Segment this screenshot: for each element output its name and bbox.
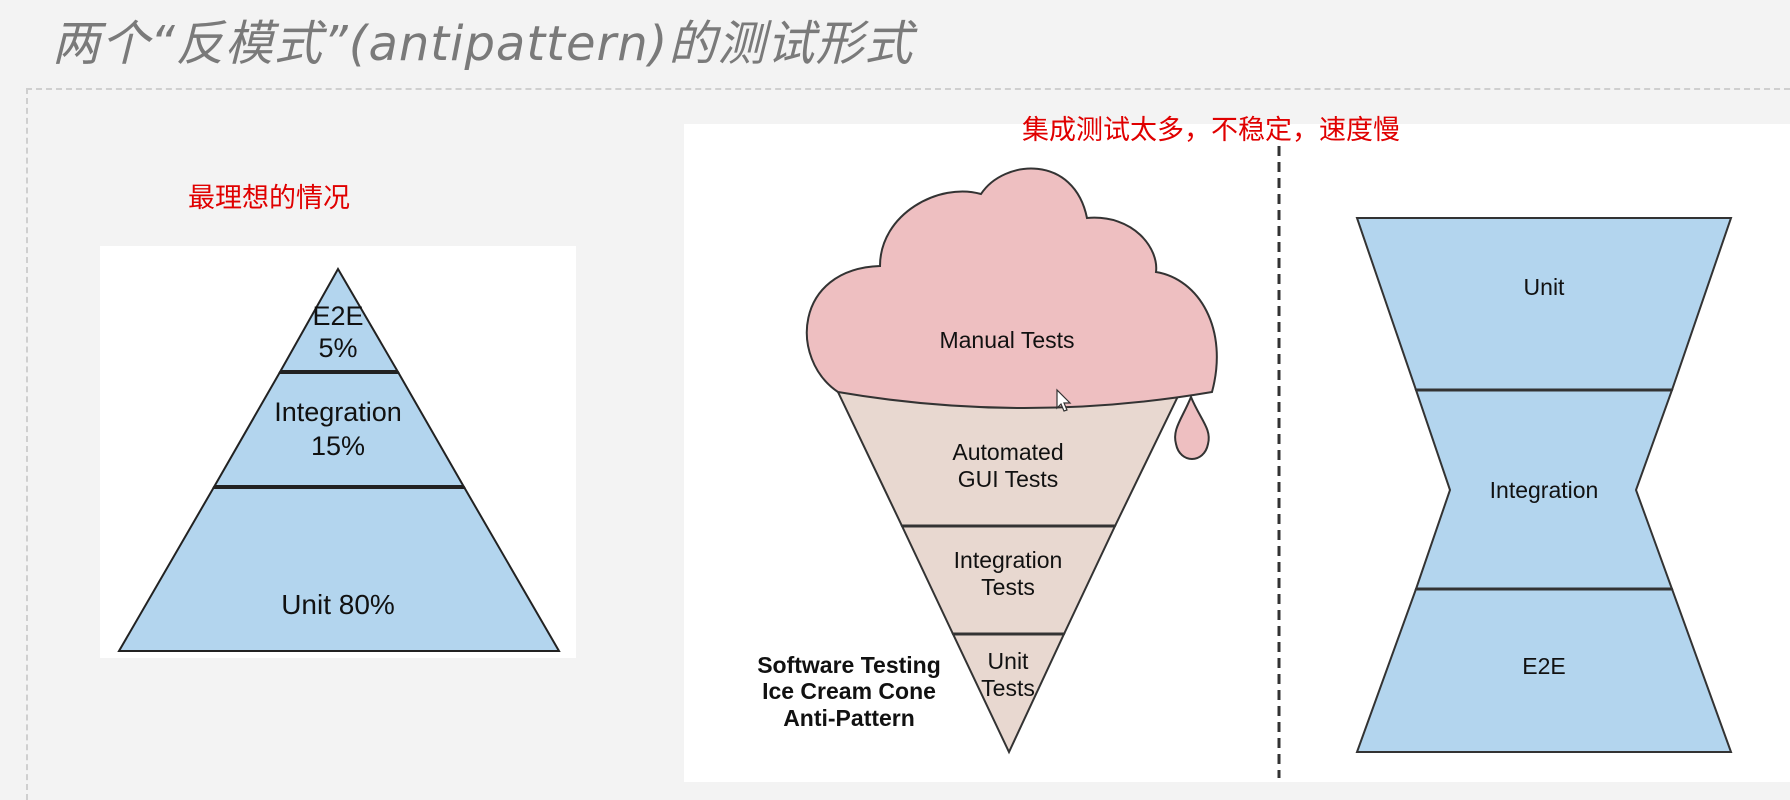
hourglass-level-unit (1355, 217, 1733, 391)
cone-caption-line3: Anti-Pattern (783, 705, 915, 731)
pyramid-e2e-percent: 5% (318, 333, 357, 363)
test-pyramid-diagram: E2E 5% Integration 15% Unit 80% (117, 266, 561, 652)
page-title: 两个“反模式”(antipattern)的测试形式 (52, 16, 914, 72)
pyramid-integration-percent: 15% (311, 431, 365, 461)
hourglass-integration-label: Integration (1490, 477, 1599, 503)
scoop-label: Manual Tests (939, 327, 1074, 353)
hourglass-unit-label: Unit (1524, 274, 1566, 300)
pyramid-level-unit (117, 486, 561, 652)
cone-caption-line2: Ice Cream Cone (762, 678, 936, 704)
pyramid-integration-label: Integration (274, 397, 402, 427)
ice-cream-cone: Manual Tests Automated GUI Tests Integra… (757, 167, 1218, 755)
cone-gui-line2: GUI Tests (958, 466, 1059, 492)
cone-integration-line2: Tests (981, 574, 1035, 600)
note-ideal: 最理想的情况 (188, 183, 350, 214)
antipattern-panel: Manual Tests Automated GUI Tests Integra… (684, 124, 1790, 782)
cone-unit-line1: Unit (988, 648, 1030, 674)
pyramid-unit-label: Unit 80% (281, 589, 395, 620)
pyramid-panel: E2E 5% Integration 15% Unit 80% (100, 246, 576, 658)
cone-scoop (805, 167, 1218, 409)
cone-caption-line1: Software Testing (757, 652, 941, 678)
cone-drip (1174, 394, 1210, 460)
cone-unit-line2: Tests (981, 675, 1035, 701)
pyramid-level-integration (212, 371, 466, 488)
dashed-frame-top (26, 88, 1790, 90)
cone-gui-line1: Automated (952, 439, 1063, 465)
mouse-cursor-icon (1056, 388, 1072, 412)
antipattern-diagram: Manual Tests Automated GUI Tests Integra… (757, 146, 1733, 778)
dashed-frame-left (26, 88, 28, 800)
hourglass-diagram: Unit Integration E2E (1355, 217, 1733, 753)
note-antipattern: 集成测试太多，不稳定，速度慢 (1022, 115, 1400, 146)
cone-integration-line1: Integration (954, 547, 1063, 573)
hourglass-e2e-label: E2E (1522, 653, 1565, 679)
pyramid-e2e-label: E2E (312, 301, 363, 331)
